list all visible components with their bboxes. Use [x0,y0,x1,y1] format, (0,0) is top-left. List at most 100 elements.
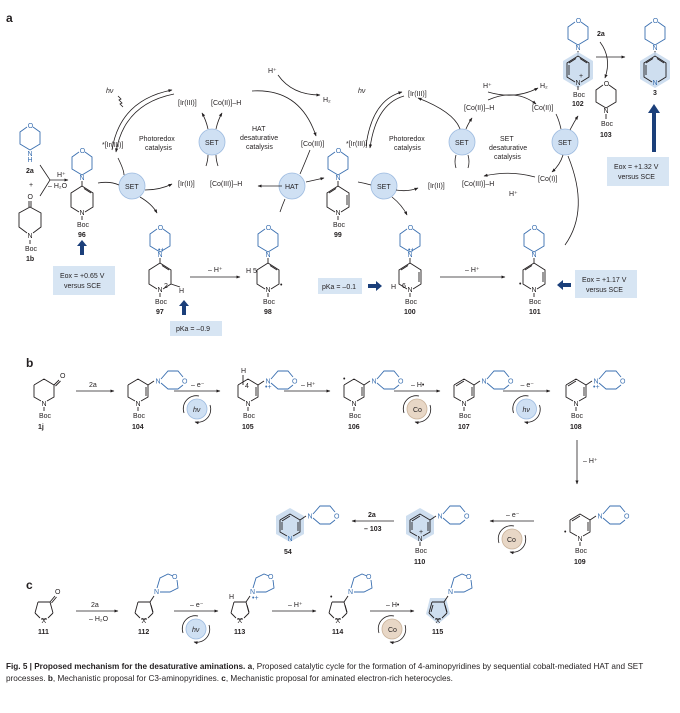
svg-text:102: 102 [572,101,584,108]
cobalt-catalyst-icon [406,398,428,420]
svg-text:X: X [42,618,47,625]
svg-text:hν: hν [358,88,366,95]
svg-text:N: N [266,287,271,294]
svg-text:•+: •+ [265,384,272,391]
svg-text:– H•: – H• [411,382,425,389]
up-arrow-97 [179,300,189,315]
svg-text:*[Ir(III)]: *[Ir(III)] [102,142,123,149]
svg-text:versus SCE: versus SCE [586,287,623,294]
reaction-arrow: 2a– H₂O [76,602,119,623]
svg-text:N: N [594,379,599,386]
svg-text:+: + [419,529,423,536]
svg-text:Boc: Boc [573,92,586,99]
panel-label-b: b [26,356,33,370]
svg-text:103: 103 [600,132,612,139]
svg-text:– H•: – H• [386,602,400,609]
svg-text:2a: 2a [89,382,97,389]
svg-text:Boc: Boc [133,413,146,420]
svg-text:Boc: Boc [571,413,584,420]
svg-text:N: N [156,379,161,386]
svg-text:Boc: Boc [25,246,38,253]
up-arrow-3 [648,104,660,152]
svg-text:O: O [28,194,34,201]
svg-text:N: N [308,514,313,521]
compound-114: XNO•114 [328,573,373,636]
svg-text:[Ir(II)]: [Ir(II)] [178,181,195,188]
svg-text:•: • [343,376,346,383]
svg-text:N: N [578,536,583,543]
svg-text:114: 114 [332,629,343,636]
reaction-arrow: – e⁻hν [174,602,219,645]
svg-text:4: 4 [245,383,249,390]
svg-text:•: • [330,594,333,601]
svg-text:O: O [620,379,626,386]
svg-text:SET: SET [558,140,572,147]
info-box-eox-3: Eox = +1.32 V versus SCE [607,157,669,186]
svg-text:O: O [268,574,274,581]
compound-103: O N Boc 103 [595,81,617,139]
compound-96: N N Boc 96 [70,147,94,239]
svg-text:N: N [158,252,163,259]
svg-text:desaturative: desaturative [489,145,527,152]
compound-97: N •+ N 2 H Boc 97 [148,224,184,316]
svg-text:N: N [598,514,603,521]
svg-text:N: N [462,401,467,408]
svg-text:pKa = –0.9: pKa = –0.9 [176,326,210,333]
svg-text:– H⁺: – H⁺ [208,267,223,274]
svg-text:– 103: – 103 [364,526,382,533]
set-bubble-1: SET [198,112,226,167]
svg-text:hν: hν [106,88,114,95]
svg-text:N: N [42,401,47,408]
reaction-arrow: 2a [76,382,115,393]
info-box-eox-101: Eox = +1.17 V versus SCE [575,270,637,298]
compound-101: N • N Boc 101 [519,224,546,316]
svg-text:Boc: Boc [243,413,256,420]
svg-text:N: N [574,401,579,408]
svg-text:107: 107 [458,424,470,431]
svg-text:•+: •+ [158,247,165,254]
svg-text:HAT: HAT [285,184,299,191]
svg-text:•+: •+ [252,595,259,602]
svg-text:[Co(II)]–H: [Co(II)]–H [211,100,241,107]
svg-text:O: O [334,514,340,521]
set-bubble-2: SET [97,157,173,214]
panel-label-a: a [6,11,13,25]
svg-text:H⁺: H⁺ [268,68,277,75]
svg-text:H: H [28,157,33,164]
svg-text:Boc: Boc [39,413,52,420]
svg-text:versus SCE: versus SCE [618,174,655,181]
svg-text:N: N [576,45,581,52]
photoredox-cycle-left: hν [Ir(III)] [Co(II)]–H *[Ir(III)] Photo… [102,88,242,188]
compound-99: N N Boc 99 [326,147,350,239]
svg-text:2a: 2a [26,168,34,175]
morpholine: NO [348,573,373,596]
svg-text:109: 109 [574,559,586,566]
info-box-pka-100: pKa = –0.1 [318,278,362,294]
svg-text:N: N [408,252,413,259]
svg-text:Boc: Boc [333,222,346,229]
svg-text:N: N [348,589,353,596]
svg-text:N: N [532,287,537,294]
svg-text:N: N [28,151,33,158]
svg-text:Boc: Boc [77,222,90,229]
svg-text:•+: •+ [408,247,415,254]
svg-text:X: X [142,618,147,625]
svg-text:1j: 1j [38,424,44,431]
svg-text:O: O [292,379,298,386]
caption-a-text: , Proposed catalytic cycle for the forma… [6,662,644,683]
svg-text:N: N [653,45,658,52]
svg-text:O: O [464,514,470,521]
svg-text:106: 106 [348,424,360,431]
svg-text:– H⁺: – H⁺ [288,602,303,609]
